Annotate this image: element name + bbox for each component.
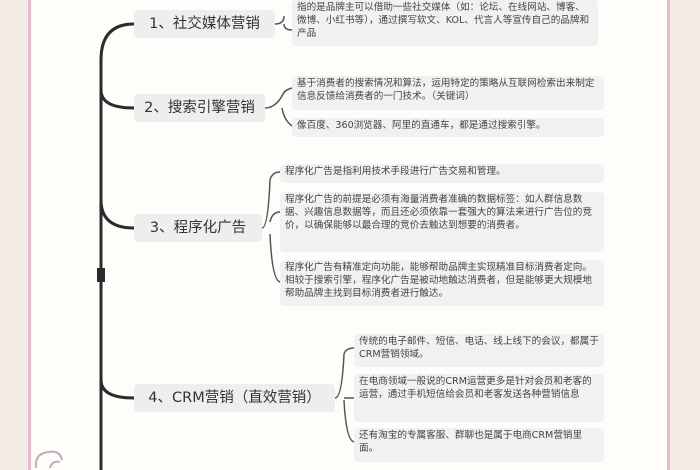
swirl-decoration-icon: [34, 450, 63, 469]
note-text: 程序化广告是指利用技术手段进行广告交易和管理。: [285, 166, 506, 177]
note-crm-3: 还有淘宝的专属客服、群聊也是属于电商CRM营销里面。: [354, 428, 604, 462]
note-search-2: 像百度、360浏览器、阿里的直通车，都是通过搜索引擎。: [292, 118, 604, 137]
category-label: 2、搜索引擎营销: [144, 100, 255, 116]
note-search-1: 基于消费者的搜索情况和算法，运用特定的策略从互联网检索出来制定信息反馈给消费者的…: [292, 76, 604, 110]
note-crm-2: 在电商领域一般说的CRM运营更多是针对会员和老客的运营，通过手机短信给会员和老客…: [354, 374, 604, 422]
category-label: 4、CRM营销（直效营销）: [148, 390, 321, 406]
note-social-1: 指的是品牌主可以借助一些社交媒体（如：论坛、在线网站、博客、微博、小红书等），通…: [292, 0, 598, 46]
note-text: 基于消费者的搜索情况和算法，运用特定的策略从互联网检索出来制定信息反馈给消费者的…: [297, 78, 595, 102]
note-programmatic-1: 程序化广告是指利用技术手段进行广告交易和管理。: [280, 164, 604, 183]
category-search-engine: 2、搜索引擎营销: [134, 94, 265, 122]
note-text: 传统的电子邮件、短信、电话、线上线下的会议，都属于CRM营销领域。: [359, 336, 599, 360]
category-programmatic-ads: 3、程序化广告: [134, 214, 262, 242]
note-text: 程序化广告有精准定向功能，能够帮助品牌主实现精准目标消费者定向。相较于搜索引擎，…: [285, 262, 592, 299]
category-social-media: 1、社交媒体营销: [134, 10, 275, 38]
category-crm: 4、CRM营销（直效营销）: [134, 384, 335, 412]
category-label: 1、社交媒体营销: [149, 16, 260, 32]
note-text: 在电商领域一般说的CRM运营更多是针对会员和老客的运营，通过手机短信给会员和老客…: [359, 376, 592, 400]
note-text: 程序化广告的前提是必须有海量消费者准确的数据标签：如人群信息数据、兴趣信息数据等…: [285, 194, 592, 231]
note-text: 像百度、360浏览器、阿里的直通车，都是通过搜索引擎。: [297, 120, 546, 131]
note-text: 还有淘宝的专属客服、群聊也是属于电商CRM营销里面。: [359, 430, 583, 454]
note-programmatic-2: 程序化广告的前提是必须有海量消费者准确的数据标签：如人群信息数据、兴趣信息数据等…: [280, 192, 604, 252]
category-label: 3、程序化广告: [149, 220, 247, 236]
note-crm-1: 传统的电子邮件、短信、电话、线上线下的会议，都属于CRM营销领域。: [354, 334, 604, 367]
note-text: 指的是品牌主可以借助一些社交媒体（如：论坛、在线网站、博客、微博、小红书等），通…: [297, 2, 590, 39]
note-programmatic-3: 程序化广告有精准定向功能，能够帮助品牌主实现精准目标消费者定向。相较于搜索引擎，…: [280, 260, 604, 306]
